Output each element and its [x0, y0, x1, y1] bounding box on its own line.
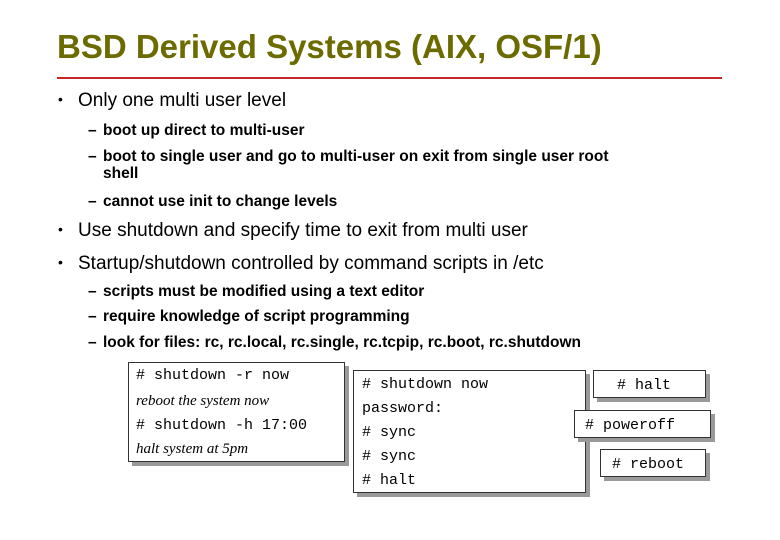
box2-line-4: # sync [362, 448, 417, 465]
bullet-1: • Only one multi user level [58, 90, 286, 112]
title-divider [57, 77, 722, 79]
sub-3-2-text: require knowledge of script programming [103, 308, 410, 325]
bullet-3: • Startup/shutdown controlled by command … [58, 253, 544, 275]
sub-3-3-text: look for files: rc, rc.local, rc.single,… [103, 334, 582, 351]
box2-line-1: # shutdown now [362, 376, 489, 393]
bullet-2: • Use shutdown and specify time to exit f… [58, 220, 528, 242]
halt-sequence-box: # shutdown now password: # sync # sync #… [353, 370, 586, 493]
slide-title: BSD Derived Systems (AIX, OSF/1) [57, 28, 602, 65]
sub-1-2: –boot to single user and go to multi-use… [88, 148, 609, 182]
box2-line-5: # halt [362, 472, 417, 489]
bullet-2-text: Use shutdown and specify time to exit fr… [78, 220, 528, 241]
bullet-glyph: • [58, 91, 63, 107]
dash-glyph: – [88, 122, 97, 139]
sub-1-1: –boot up direct to multi-user [88, 122, 305, 139]
dash-glyph: – [88, 148, 97, 165]
sub-1-2-text: boot to single user and go to multi-user… [103, 148, 609, 165]
sub-1-1-text: boot up direct to multi-user [103, 122, 305, 139]
sub-3-1-text: scripts must be modified using a text ed… [103, 283, 425, 300]
sub-1-2-continuation: shell [103, 165, 139, 182]
bullet-3-text: Startup/shutdown controlled by command s… [78, 253, 544, 274]
box1-line-1: # shutdown -r now [136, 367, 290, 384]
box3-text: # halt [617, 377, 672, 394]
dash-glyph: – [88, 334, 97, 351]
sub-1-3: –cannot use init to change levels [88, 193, 337, 210]
box2-line-2: password: [362, 400, 444, 417]
box1-line-2: reboot the system now [136, 393, 270, 409]
box4-text: # poweroff [585, 417, 676, 434]
sub-3-2: –require knowledge of script programming [88, 308, 410, 325]
dash-glyph: – [88, 308, 97, 325]
sub-1-3-text: cannot use init to change levels [103, 193, 338, 210]
dash-glyph: – [88, 283, 97, 300]
bullet-1-text: Only one multi user level [78, 90, 287, 111]
box2-line-3: # sync [362, 424, 417, 441]
dash-glyph: – [88, 193, 97, 210]
bullet-glyph: • [58, 254, 63, 270]
box1-line-4: halt system at 5pm [136, 441, 249, 457]
bullet-glyph: • [58, 221, 63, 237]
halt-command-box: # halt [593, 370, 706, 398]
box1-line-3: # shutdown -h 17:00 [136, 417, 308, 434]
sub-3-1: –scripts must be modified using a text e… [88, 283, 424, 300]
sub-3-3: –look for files: rc, rc.local, rc.single… [88, 334, 581, 351]
poweroff-command-box: # poweroff [574, 410, 711, 438]
shutdown-example-box: # shutdown -r now reboot the system now … [128, 362, 345, 462]
box5-text: # reboot [612, 456, 685, 473]
reboot-command-box: # reboot [600, 449, 706, 477]
